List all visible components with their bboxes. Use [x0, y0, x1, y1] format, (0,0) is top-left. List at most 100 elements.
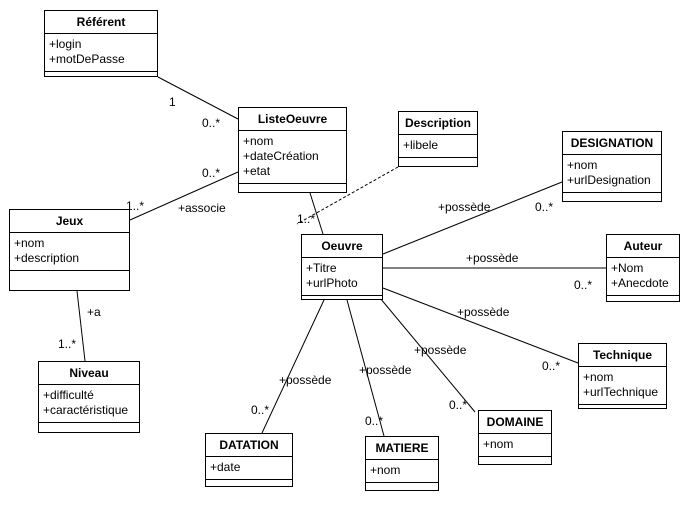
- class-name: DOMAINE: [479, 411, 551, 434]
- class-operations: [563, 193, 661, 200]
- role-label: +possède: [466, 251, 519, 265]
- role-label: +associe: [178, 201, 226, 215]
- role-label: +possède: [359, 363, 412, 377]
- multiplicity-label: 0..*: [202, 116, 221, 130]
- assoc-oeuvre-matiere: [346, 299, 385, 437]
- attribute: +Titre: [306, 261, 337, 275]
- class-operations: [479, 457, 551, 464]
- attribute: +nom: [567, 158, 598, 172]
- class-name: Niveau: [39, 362, 139, 385]
- class-jeux[interactable]: Jeux +nom +description: [9, 209, 130, 291]
- class-attributes: +Nom +Anecdote: [607, 258, 679, 296]
- class-attributes: +login +motDePasse: [45, 34, 157, 72]
- class-listeoeuvre[interactable]: ListeOeuvre +nom +dateCréation +etat: [238, 107, 347, 193]
- class-niveau[interactable]: Niveau +difficulté +caractéristique: [38, 361, 140, 433]
- class-attributes: +nom: [479, 434, 551, 457]
- class-operations: [302, 296, 382, 303]
- class-oeuvre[interactable]: Oeuvre +Titre +urlPhoto: [301, 234, 383, 300]
- attribute: +dateCréation: [243, 149, 319, 163]
- multiplicity-label: 0..*: [202, 166, 221, 180]
- attribute: +nom: [243, 134, 274, 148]
- assoc-oeuvre-designation: [382, 181, 563, 255]
- attribute: +urlDesignation: [567, 173, 651, 187]
- multiplicity-label: 1..*: [126, 199, 145, 213]
- attribute: +nom: [483, 437, 514, 451]
- assoc-description-oeuvre: [296, 166, 399, 225]
- class-description[interactable]: Description +libele: [398, 111, 478, 167]
- class-matiere[interactable]: MATIERE +nom: [365, 436, 439, 491]
- multiplicity-label: 0..*: [542, 359, 561, 373]
- class-name: Technique: [579, 344, 666, 367]
- class-datation[interactable]: DATATION +date: [205, 433, 293, 487]
- class-technique[interactable]: Technique +nom +urlTechnique: [578, 343, 667, 409]
- multiplicity-label: 0..*: [574, 278, 593, 292]
- class-attributes: +libele: [399, 135, 477, 158]
- class-auteur[interactable]: Auteur +Nom +Anecdote: [606, 234, 680, 302]
- class-operations: [607, 296, 679, 303]
- attribute: +Anecdote: [611, 276, 669, 290]
- class-attributes: +nom +urlDesignation: [563, 155, 661, 193]
- attribute: +nom: [14, 236, 45, 250]
- attribute: +nom: [583, 370, 614, 384]
- attribute: +libele: [403, 138, 439, 152]
- assoc-oeuvre-domaine: [379, 297, 476, 413]
- class-operations: [239, 184, 346, 191]
- attribute: +urlPhoto: [306, 276, 358, 290]
- multiplicity-label: 0..*: [535, 200, 554, 214]
- class-name: Référent: [45, 11, 157, 34]
- class-designation[interactable]: DESIGNATION +nom +urlDesignation: [562, 131, 662, 202]
- assoc-oeuvre-datation: [261, 299, 325, 434]
- class-name: ListeOeuvre: [239, 108, 346, 131]
- attribute: +difficulté: [43, 388, 94, 402]
- class-attributes: +difficulté +caractéristique: [39, 385, 139, 423]
- attribute: +Nom: [611, 261, 644, 275]
- assoc-listeoeuvre-oeuvre: [309, 192, 324, 235]
- class-name: DATATION: [206, 434, 292, 457]
- class-attributes: +nom +urlTechnique: [579, 367, 666, 405]
- class-attributes: +nom: [366, 460, 438, 483]
- multiplicity-label: 0..*: [251, 403, 270, 417]
- class-name: Description: [399, 112, 477, 135]
- multiplicity-label: 1: [169, 95, 176, 109]
- attribute: +description: [14, 251, 80, 265]
- class-operations: [579, 405, 666, 412]
- assoc-jeux-listeoeuvre: [129, 171, 239, 221]
- class-name: DESIGNATION: [563, 132, 661, 155]
- class-name: Jeux: [10, 210, 129, 233]
- attribute: +date: [210, 460, 241, 474]
- multiplicity-label: 0..*: [449, 398, 468, 412]
- class-operations: [10, 271, 129, 289]
- role-label: +possède: [457, 305, 510, 319]
- class-name: MATIERE: [366, 437, 438, 460]
- class-operations: [206, 480, 292, 487]
- attribute: +urlTechnique: [583, 385, 659, 399]
- role-label: +possède: [438, 200, 491, 214]
- class-attributes: +nom +dateCréation +etat: [239, 131, 346, 184]
- class-operations: [39, 423, 139, 430]
- assoc-jeux-niveau: [76, 290, 86, 362]
- class-operations: [399, 158, 477, 165]
- class-referent[interactable]: Référent +login +motDePasse: [44, 10, 158, 77]
- class-operations: [45, 72, 157, 79]
- class-attributes: +nom +description: [10, 233, 129, 271]
- attribute: +motDePasse: [49, 52, 125, 66]
- class-name: Auteur: [607, 235, 679, 258]
- class-attributes: +Titre +urlPhoto: [302, 258, 382, 296]
- role-label: +possède: [279, 373, 332, 387]
- assoc-referent-listeoeuvre: [157, 76, 239, 120]
- multiplicity-label: 1..*: [297, 212, 316, 226]
- class-attributes: +date: [206, 457, 292, 480]
- attribute: +login: [49, 37, 82, 51]
- attribute: +etat: [243, 164, 271, 178]
- class-domaine[interactable]: DOMAINE +nom: [478, 410, 552, 465]
- multiplicity-label: 1..*: [58, 337, 77, 351]
- multiplicity-label: 0..*: [365, 414, 384, 428]
- assoc-oeuvre-technique: [382, 287, 579, 364]
- attribute: +caractéristique: [43, 403, 129, 417]
- role-label: +a: [87, 305, 101, 319]
- role-label: +possède: [414, 343, 467, 357]
- attribute: +nom: [370, 463, 401, 477]
- class-operations: [366, 483, 438, 490]
- class-name: Oeuvre: [302, 235, 382, 258]
